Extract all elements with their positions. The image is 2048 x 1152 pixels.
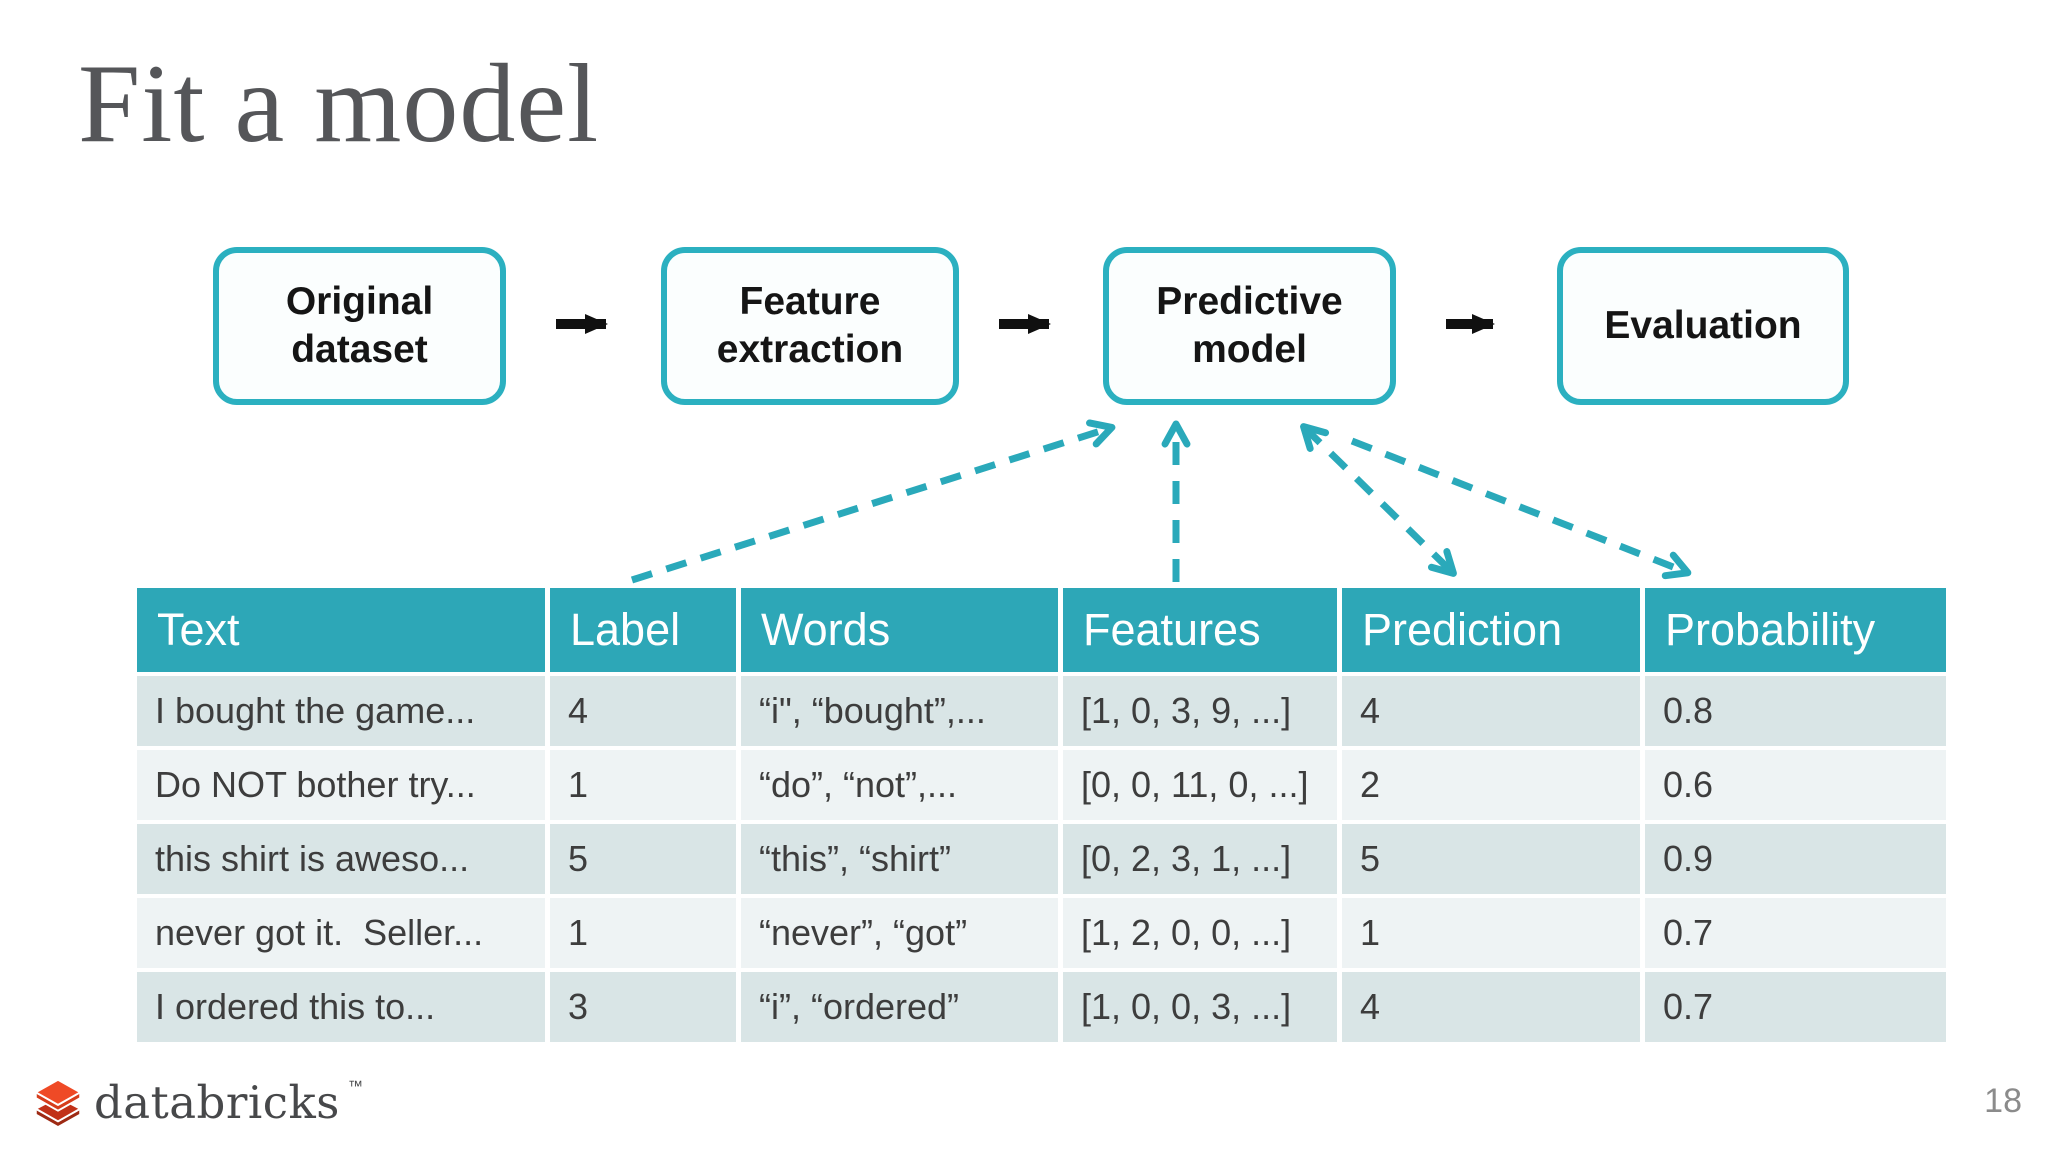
databricks-wordmark: databricks bbox=[94, 1075, 340, 1129]
table-cell: I bought the game... bbox=[137, 676, 545, 746]
table-cell: 2 bbox=[1342, 750, 1640, 820]
table-cell: “do”, “not”,... bbox=[741, 750, 1058, 820]
table-cell: 3 bbox=[550, 972, 736, 1042]
table-cell: “this”, “shirt” bbox=[741, 824, 1058, 894]
table-cell: 1 bbox=[1342, 898, 1640, 968]
pipeline-box-evaluation: Evaluation bbox=[1557, 247, 1849, 405]
column-header-text: Text bbox=[137, 588, 545, 672]
pipeline-box-label: Evaluation bbox=[1604, 304, 1802, 348]
table-cell: 0.6 bbox=[1645, 750, 1946, 820]
table-cell: 1 bbox=[550, 750, 736, 820]
databricks-logo: databricks ™ bbox=[30, 1072, 363, 1132]
column-header-words: Words bbox=[741, 588, 1058, 672]
table-cell: [1, 2, 0, 0, ...] bbox=[1063, 898, 1337, 968]
column-header-probability: Probability bbox=[1645, 588, 1946, 672]
table-cell: 0.7 bbox=[1645, 972, 1946, 1042]
table-cell: I ordered this to... bbox=[137, 972, 545, 1042]
table-cell: [1, 0, 0, 3, ...] bbox=[1063, 972, 1337, 1042]
pipeline-box-feature-extraction: Feature extraction bbox=[661, 247, 959, 405]
table-cell: 0.7 bbox=[1645, 898, 1946, 968]
pipeline-box-predictive-model: Predictive model bbox=[1103, 247, 1396, 405]
column-header-label: Label bbox=[550, 588, 736, 672]
pipeline-box-label: Feature extraction bbox=[716, 280, 904, 371]
slide-title: Fit a model bbox=[78, 42, 600, 166]
table-cell: 0.9 bbox=[1645, 824, 1946, 894]
dashed-arrow-model-to-probability-icon bbox=[1350, 437, 1692, 580]
table-cell: 4 bbox=[1342, 972, 1640, 1042]
table-cell: 5 bbox=[1342, 824, 1640, 894]
pipeline-box-label: Predictive model bbox=[1156, 280, 1343, 371]
dashed-arrow-label-to-model-icon bbox=[630, 419, 1116, 584]
table-cell: 0.8 bbox=[1645, 676, 1946, 746]
table-cell: 1 bbox=[550, 898, 736, 968]
column-header-features: Features bbox=[1063, 588, 1337, 672]
table-cell: “i”, “ordered” bbox=[741, 972, 1058, 1042]
table-cell: 5 bbox=[550, 824, 736, 894]
table-cell: [1, 0, 3, 9, ...] bbox=[1063, 676, 1337, 746]
trademark-symbol: ™ bbox=[347, 1077, 363, 1095]
table-cell: Do NOT bother try... bbox=[137, 750, 545, 820]
page-number: 18 bbox=[1984, 1082, 2022, 1120]
table-cell: [0, 2, 3, 1, ...] bbox=[1063, 824, 1337, 894]
pipeline-box-label: Original dataset bbox=[285, 280, 434, 371]
table-cell: 4 bbox=[1342, 676, 1640, 746]
table-cell: 4 bbox=[550, 676, 736, 746]
table-cell: never got it. Seller... bbox=[137, 898, 545, 968]
databricks-bricks-icon bbox=[34, 1078, 82, 1129]
pipeline-box-original-dataset: Original dataset bbox=[213, 247, 506, 405]
table-cell: [0, 0, 11, 0, ...] bbox=[1063, 750, 1337, 820]
column-header-prediction: Prediction bbox=[1342, 588, 1640, 672]
table-cell: “never”, “got” bbox=[741, 898, 1058, 968]
table-cell: this shirt is aweso... bbox=[137, 824, 545, 894]
results-table: Text Label Words Features Prediction Pro… bbox=[137, 588, 1946, 1042]
dashed-arrow-model-to-prediction-icon bbox=[1300, 423, 1457, 577]
table-cell: “i", “bought”,... bbox=[741, 676, 1058, 746]
